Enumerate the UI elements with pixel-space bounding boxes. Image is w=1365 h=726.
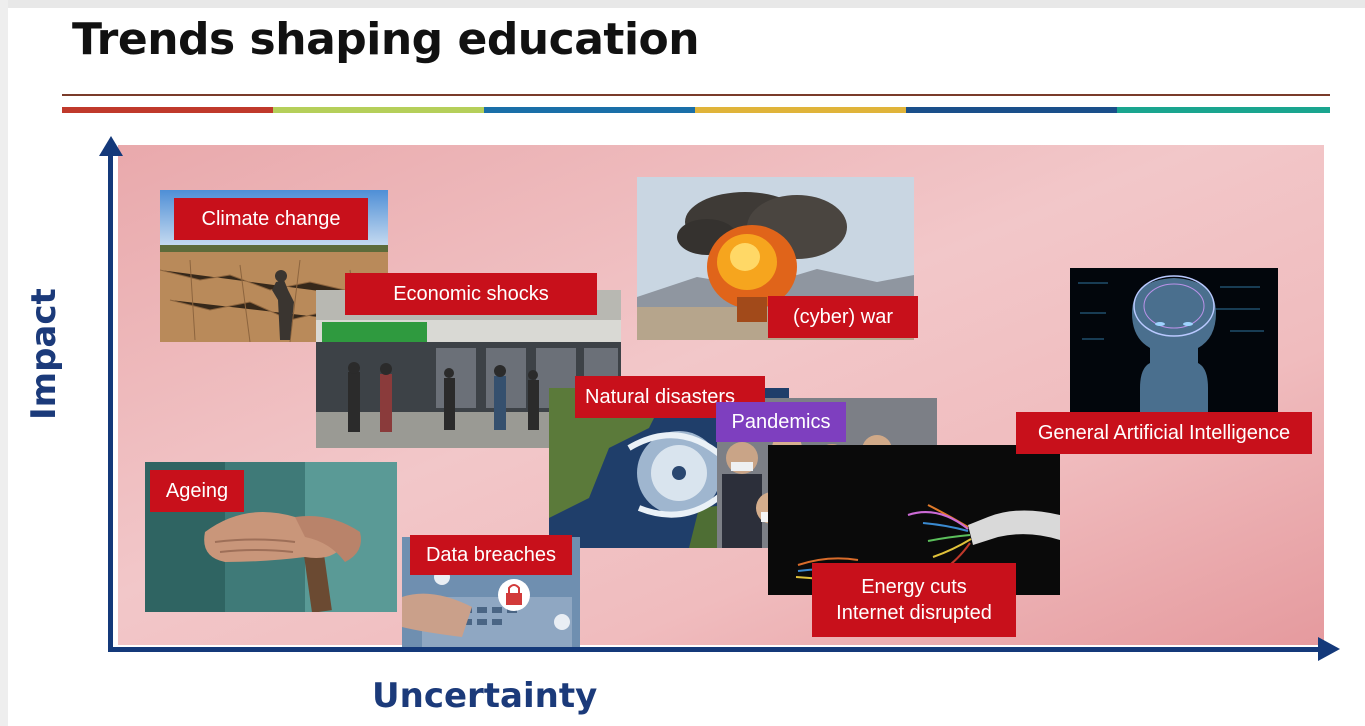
- impact-axis-arrow: [99, 136, 123, 156]
- page-title: Trends shaping education: [72, 14, 700, 65]
- left-border: [0, 0, 8, 726]
- uncertainty-axis-arrow: [1318, 637, 1340, 661]
- climate-change-label: Climate change: [174, 198, 368, 240]
- accent-bar-5: [906, 107, 1117, 113]
- accent-bar-6: [1117, 107, 1330, 113]
- accent-bar-2: [273, 107, 484, 113]
- title-underline: [62, 94, 1330, 96]
- data-breaches-photo: [402, 537, 580, 647]
- accent-bar-4: [695, 107, 906, 113]
- y-axis-label: Impact: [24, 288, 64, 420]
- energy-cuts-line1: Energy cuts: [861, 576, 967, 598]
- economic-shocks-label: Economic shocks: [345, 273, 597, 315]
- general-artificial-intelligence-label: General Artificial Intelligence: [1016, 412, 1312, 454]
- energy-cuts-line2: Internet disrupted: [836, 602, 992, 624]
- data-breaches-label: Data breaches: [410, 535, 572, 575]
- ageing-label: Ageing: [150, 470, 244, 512]
- cyber-war-label: (cyber) war: [768, 296, 918, 338]
- artificial-intelligence-photo: [1070, 268, 1278, 418]
- x-axis-label: Uncertainty: [372, 676, 598, 716]
- pandemics-label: Pandemics: [716, 402, 846, 442]
- uncertainty-axis: [108, 647, 1320, 652]
- accent-bar-1: [62, 107, 273, 113]
- impact-axis: [108, 152, 113, 652]
- accent-bar-3: [484, 107, 695, 113]
- energy-cuts-label: Energy cuts Internet disrupted: [812, 563, 1016, 637]
- top-border: [0, 0, 1365, 8]
